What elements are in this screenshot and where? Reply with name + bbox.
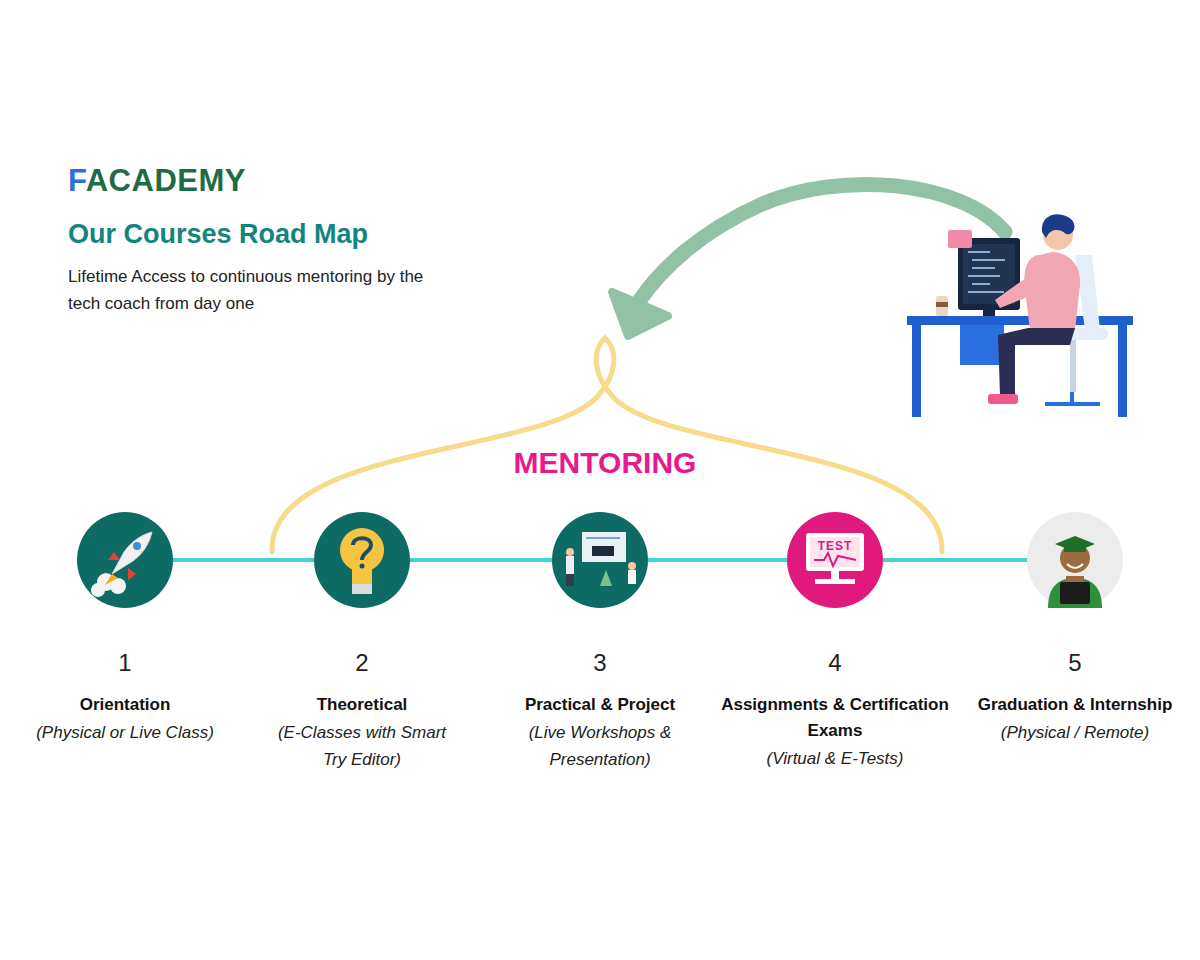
timeline-connector (410, 560, 552, 561)
step-caption: 4Assignments & Certification Exams(Virtu… (720, 648, 950, 772)
brand-logo: FACADEMY (68, 163, 246, 199)
workshop-icon (566, 532, 636, 586)
connector-line (883, 558, 1027, 562)
step-circle: 2Theoretical(E-Classes with Smart Try Ed… (314, 512, 410, 608)
step-number: 4 (720, 648, 950, 678)
rocket-icon (91, 532, 152, 597)
timeline-connector (173, 560, 314, 561)
step-detail: (Virtual & E-Tests) (746, 745, 924, 772)
timeline-connector (883, 560, 1027, 561)
step-caption: 2Theoretical(E-Classes with Smart Try Ed… (247, 648, 477, 773)
connector-line (648, 558, 787, 562)
diagram-title: Our Courses Road Map (68, 219, 368, 250)
subtitle-note: Lifetime Access to continuous mentoring … (68, 263, 438, 317)
step-circle: 3Practical & Project(Live Workshops & Pr… (552, 512, 648, 608)
step-name: Orientation (10, 692, 240, 718)
feedback-arrowhead (612, 292, 668, 336)
step-detail: (Live Workshops & Presentation) (511, 719, 689, 773)
step-number: 5 (960, 648, 1190, 678)
timeline-connector (648, 560, 787, 561)
step-name: Assignments & Certification Exams (720, 692, 950, 744)
feedback-arrow (640, 184, 1005, 300)
step-circle: 5Graduation & Internship(Physical / Remo… (1027, 512, 1123, 608)
step-number: 2 (247, 648, 477, 678)
connector-line (173, 558, 314, 562)
step-circle: 1Orientation(Physical or Live Class) (77, 512, 173, 608)
step-detail: (Physical / Remote) (986, 719, 1164, 746)
step-detail: (E-Classes with Smart Try Editor) (273, 719, 451, 773)
bulb-icon (340, 528, 384, 594)
step-detail: (Physical or Live Class) (36, 719, 214, 746)
step-caption: 1Orientation(Physical or Live Class) (10, 648, 240, 746)
step-name: Theoretical (247, 692, 477, 718)
step-caption: 3Practical & Project(Live Workshops & Pr… (485, 648, 715, 773)
step-caption: 5Graduation & Internship(Physical / Remo… (960, 648, 1190, 746)
step-name: Graduation & Internship (960, 692, 1190, 718)
step-name: Practical & Project (485, 692, 715, 718)
step-number: 1 (10, 648, 240, 678)
graduate-icon (1048, 536, 1102, 608)
icon-label: TEST (800, 539, 870, 553)
coder-figure (907, 214, 1133, 417)
connector-line (410, 558, 552, 562)
step-circle: 4Assignments & Certification Exams(Virtu… (787, 512, 883, 608)
section-heading: MENTORING (405, 446, 805, 480)
step-number: 3 (485, 648, 715, 678)
